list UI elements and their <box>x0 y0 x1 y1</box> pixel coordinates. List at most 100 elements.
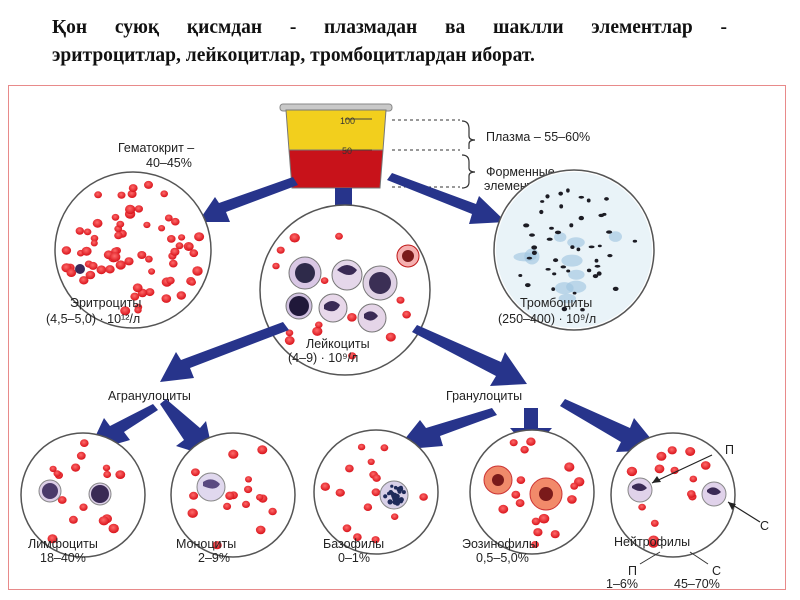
thrombocytes-name: Тромбоциты <box>520 296 592 310</box>
red-blood-cell <box>53 470 61 477</box>
plasma-patch <box>555 282 574 295</box>
granule <box>396 486 402 492</box>
red-blood-cell <box>656 451 667 461</box>
platelet <box>594 264 601 268</box>
red-blood-cell <box>105 265 115 274</box>
plasma-patch <box>608 231 623 242</box>
platelet <box>525 283 531 288</box>
red-blood-cell <box>550 530 560 539</box>
plasma-patch <box>568 269 585 280</box>
red-blood-cell <box>171 217 180 226</box>
red-blood-cell <box>160 190 168 198</box>
formed-label-1: Форменные <box>486 165 555 179</box>
platelet <box>604 197 609 201</box>
red-blood-cell <box>124 257 134 266</box>
granule <box>383 494 388 499</box>
red-blood-cell <box>276 246 285 254</box>
platelet <box>588 245 595 249</box>
arrows-level-2 <box>160 322 527 386</box>
red-blood-cell <box>396 296 405 304</box>
red-blood-cell <box>700 461 711 470</box>
basophils-circle <box>313 429 439 555</box>
red-blood-cell <box>357 443 366 451</box>
red-blood-cell <box>161 294 172 303</box>
red-blood-cell <box>189 491 199 500</box>
red-blood-cell <box>520 445 529 454</box>
red-blood-cell <box>315 321 323 329</box>
marker-p-line <box>651 454 713 484</box>
lymphocytes-name: Лимфоциты <box>28 537 98 551</box>
red-blood-cell <box>103 470 112 479</box>
red-blood-cell <box>372 474 381 482</box>
red-blood-cell <box>228 449 239 459</box>
platelet <box>529 233 535 237</box>
leukocyte-cells <box>285 244 420 333</box>
red-blood-cell <box>169 259 178 268</box>
plasma-patch <box>524 248 540 265</box>
red-blood-cell <box>76 451 86 460</box>
leukocytes-name: Лейкоциты <box>306 337 370 351</box>
red-blood-cell <box>130 292 140 301</box>
red-blood-cell <box>145 288 155 297</box>
red-blood-cell <box>255 525 266 535</box>
platelet <box>560 265 567 269</box>
red-blood-cell <box>79 503 88 511</box>
platelet <box>632 239 638 243</box>
red-blood-cell <box>188 278 197 286</box>
plasma-patch <box>558 293 576 304</box>
arrow-to-agranulocytes <box>160 322 289 382</box>
red-blood-cell <box>108 523 119 534</box>
red-blood-cell <box>648 535 659 545</box>
thrombocytes-circle <box>493 169 655 331</box>
red-blood-cell <box>176 291 186 300</box>
platelet <box>607 254 613 258</box>
platelet <box>578 215 584 221</box>
white-cell-dot <box>75 264 85 274</box>
red-blood-cell <box>670 466 679 475</box>
red-blood-cell <box>345 464 354 473</box>
platelet <box>549 226 554 230</box>
red-blood-cell <box>90 234 99 242</box>
monocytes-value: 2–9% <box>198 551 230 565</box>
red-blood-cell <box>284 336 295 345</box>
platelet <box>572 291 577 295</box>
red-blood-cell <box>189 249 199 258</box>
hematocrit-value: 40–45% <box>146 156 192 170</box>
lymphocytes-circle <box>20 432 146 558</box>
platelet <box>531 245 538 250</box>
heading-line-2: эритроцитлар, лейкоцитлар, тромбоцитлард… <box>52 45 535 66</box>
platelet <box>559 204 564 209</box>
red-blood-cell <box>178 234 186 241</box>
red-blood-cell <box>69 515 78 524</box>
granulocytes-label: Гранулоциты <box>446 389 522 403</box>
red-blood-cell <box>111 213 120 221</box>
red-blood-cell <box>391 513 399 520</box>
red-blood-cell <box>335 488 345 497</box>
granule <box>401 490 406 495</box>
red-blood-cell <box>49 465 57 473</box>
platelet <box>545 194 550 199</box>
erythrocytes-value: (4,5–5,0) · 10¹²/л <box>46 312 140 326</box>
granule <box>387 499 393 505</box>
platelet <box>551 287 556 291</box>
red-blood-cell <box>570 482 579 490</box>
red-blood-cell <box>689 475 698 483</box>
red-blood-cell <box>90 240 98 247</box>
red-blood-cell <box>531 541 539 548</box>
diagram-frame <box>8 85 786 590</box>
platelet <box>552 272 557 276</box>
red-blood-cell <box>88 261 98 270</box>
red-blood-cell <box>92 218 103 228</box>
monocytes-circle <box>170 432 296 558</box>
arrow-to-neutrophils <box>560 399 660 452</box>
red-blood-cell <box>289 233 300 243</box>
platelet <box>545 268 551 271</box>
red-blood-cell <box>80 439 89 447</box>
red-blood-cell <box>185 243 194 251</box>
red-blood-cell <box>526 437 536 446</box>
red-blood-cell <box>564 462 575 472</box>
red-blood-cell <box>61 246 72 255</box>
red-blood-cell <box>685 447 696 456</box>
red-blood-cell <box>223 502 232 510</box>
agranulocytes-label: Агранулоциты <box>108 389 191 403</box>
